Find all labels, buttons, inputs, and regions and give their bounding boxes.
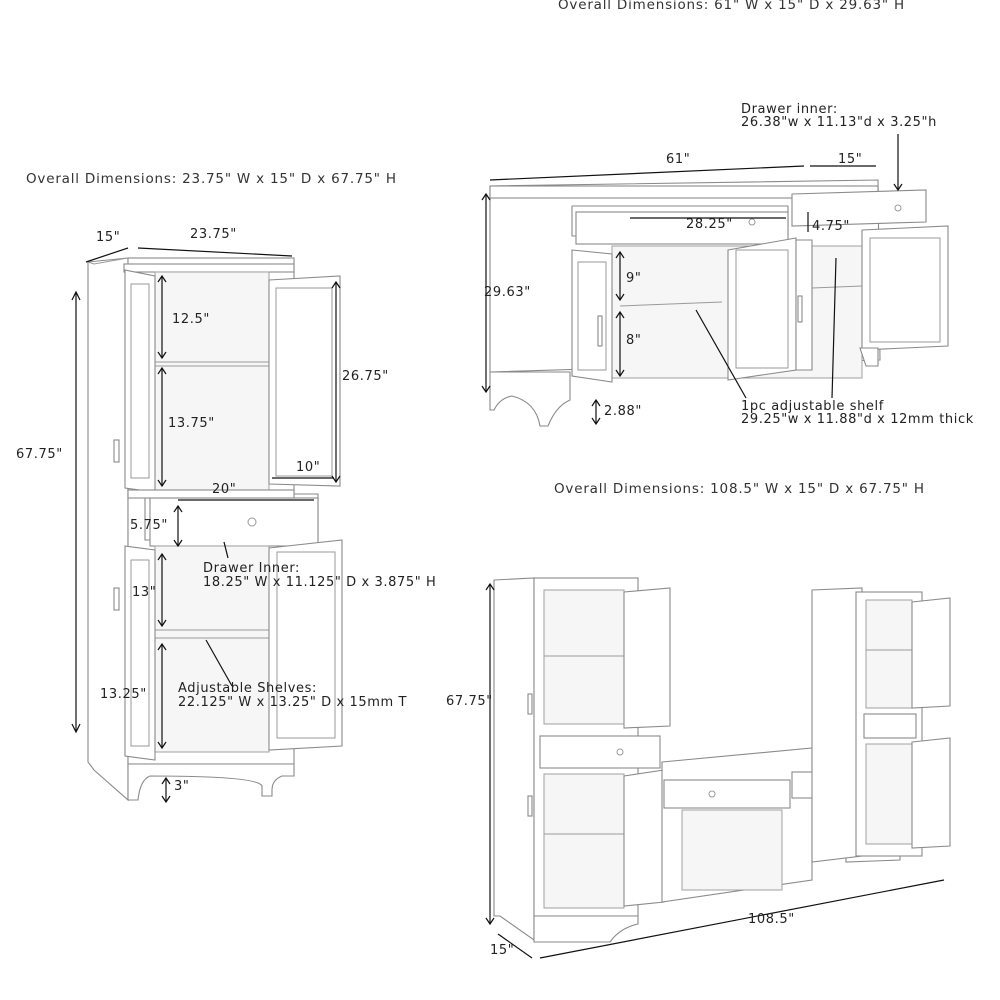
pantry-dimension-lines	[71, 247, 341, 804]
sideboard-drawer-width-label: 28.25"	[686, 217, 733, 232]
pantry-door-height-label: 26.75"	[342, 369, 389, 384]
sideboard-lower-space-label: 8"	[626, 333, 642, 348]
set-width-label: 108.5"	[748, 912, 795, 927]
set-dimension-lines	[485, 582, 945, 959]
sideboard-shelf-title: 1pc adjustable shelf	[741, 399, 884, 414]
pantry-leg-label: 3"	[174, 779, 190, 794]
pantry-upper-shelf-label: 12.5"	[172, 312, 210, 327]
pantry-adjustable-shelves-title: Adjustable Shelves:	[178, 681, 317, 696]
pantry-depth-label: 15"	[96, 230, 121, 245]
pantry-lower-shelf-label: 13"	[132, 585, 157, 600]
pantry-drawer-inner-title: Drawer Inner:	[203, 561, 301, 576]
sideboard-upper-space-label: 9"	[626, 271, 642, 286]
sideboard-drawing	[489, 179, 949, 427]
sideboard-dimension-lines	[481, 134, 903, 426]
pantry-mid-shelf-label: 13.75"	[168, 416, 215, 431]
sideboard-overall-dimensions: Overall Dimensions: 61" W x 15" D x 29.6…	[558, 0, 905, 13]
pantry-drawer-width-label: 20"	[212, 482, 237, 497]
pantry-drawer-inner-dims: 18.25" W x 11.125" D x 3.875" H	[203, 575, 437, 590]
sideboard-drawer-inner-title: Drawer inner:	[741, 102, 838, 117]
pantry-bottom-shelf-label: 13.25"	[100, 687, 147, 702]
pantry-door-width-label: 10"	[296, 460, 321, 475]
pantry-adjustable-shelves-dims: 22.125" W x 13.25" D x 15mm T	[178, 695, 408, 710]
set-height-label: 67.75"	[446, 694, 493, 709]
entertainment-set-drawing	[493, 577, 951, 943]
sideboard-height-label: 29.63"	[484, 285, 531, 300]
pantry-cabinet-drawing	[87, 257, 343, 802]
pantry-height-label: 67.75"	[16, 447, 63, 462]
sideboard-width-label: 61"	[666, 152, 691, 167]
set-depth-label: 15"	[490, 943, 515, 958]
sideboard-leg-label: 2.88"	[604, 404, 642, 419]
pantry-overall-dimensions: Overall Dimensions: 23.75" W x 15" D x 6…	[26, 171, 397, 187]
sideboard-drawer-height-label: 4.75"	[812, 219, 850, 234]
set-overall-dimensions: Overall Dimensions: 108.5" W x 15" D x 6…	[554, 481, 925, 497]
sideboard-depth-label: 15"	[838, 152, 863, 167]
sideboard-shelf-dims: 29.25"w x 11.88"d x 12mm thick	[741, 412, 974, 427]
pantry-drawer-height-label: 5.75"	[130, 518, 168, 533]
pantry-width-label: 23.75"	[190, 227, 237, 242]
sideboard-drawer-inner-dims: 26.38"w x 11.13"d x 3.25"h	[741, 115, 937, 130]
